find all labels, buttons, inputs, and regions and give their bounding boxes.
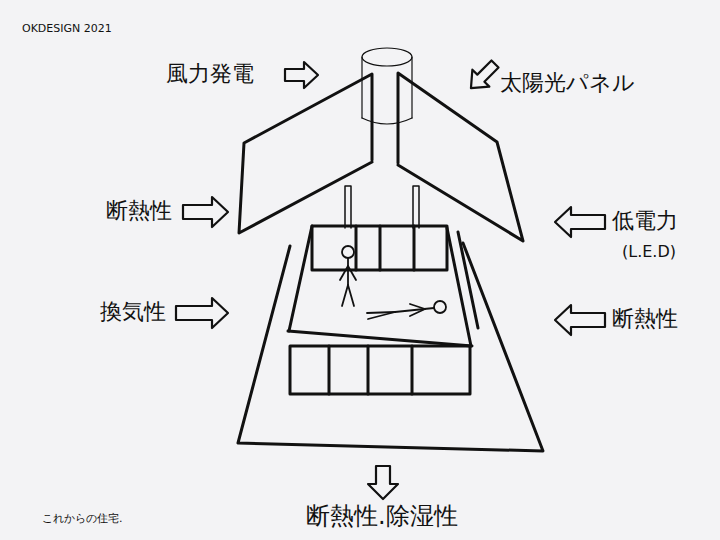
side-wall xyxy=(458,232,478,328)
duct xyxy=(345,186,351,228)
roof xyxy=(239,73,523,241)
feature-note: (L.E.D) xyxy=(622,242,676,261)
wall-panel xyxy=(328,346,331,394)
feature-label: 太陽光パネル xyxy=(500,70,635,96)
leg xyxy=(342,285,348,306)
ducts xyxy=(345,186,419,228)
side-wall xyxy=(447,228,471,346)
body xyxy=(395,308,434,312)
roof-left xyxy=(239,74,372,233)
wall-panel xyxy=(355,226,358,270)
floor-edge xyxy=(288,331,472,346)
arm xyxy=(410,304,425,309)
wall-panel xyxy=(367,346,370,394)
room xyxy=(288,226,478,394)
feature-label: 断熱性.除湿性 xyxy=(306,502,458,531)
block-arrow xyxy=(555,207,605,237)
watermark: OKDESIGN 2021 xyxy=(22,22,112,35)
wind-turbine xyxy=(362,48,412,124)
turbine-side xyxy=(411,57,412,118)
duct xyxy=(413,186,419,228)
caption: これからの住宅. xyxy=(42,512,123,525)
wall-panel xyxy=(413,226,416,270)
wall-panel xyxy=(411,346,414,394)
feature-label: 換気性 xyxy=(100,299,166,325)
head xyxy=(434,301,446,313)
block-arrow xyxy=(555,305,605,335)
arm xyxy=(340,266,348,280)
arrows xyxy=(176,56,605,499)
leg xyxy=(368,312,395,319)
feature-label: 低電力 xyxy=(612,208,678,234)
block-arrow xyxy=(462,56,503,97)
block-arrow xyxy=(368,466,398,499)
turbine-top xyxy=(362,48,412,66)
side-wall xyxy=(289,226,312,331)
arm xyxy=(348,266,356,280)
floor-platform xyxy=(238,243,543,451)
turbine-bottom xyxy=(362,118,412,124)
head xyxy=(342,246,354,258)
body xyxy=(347,258,349,285)
lying-person xyxy=(367,301,446,319)
standing-person xyxy=(340,246,356,306)
block-arrow xyxy=(183,197,228,227)
front-wall xyxy=(290,346,470,394)
back-wall xyxy=(312,226,447,270)
block-arrow xyxy=(176,298,228,328)
feature-label: 風力発電 xyxy=(166,61,254,87)
wall-panel xyxy=(379,226,382,270)
feature-label: 断熱性 xyxy=(612,306,678,332)
turbine-side xyxy=(361,57,362,118)
leg xyxy=(348,285,354,306)
block-arrow xyxy=(285,62,318,88)
feature-label: 断熱性 xyxy=(106,198,172,224)
roof-right xyxy=(398,73,523,241)
arm xyxy=(410,309,425,316)
